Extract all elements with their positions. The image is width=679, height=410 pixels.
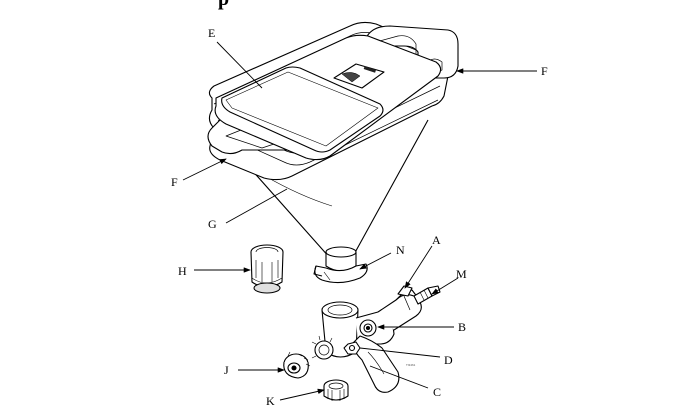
callout-f-left: F (171, 175, 178, 189)
nut-k (323, 379, 349, 401)
cap-j (283, 351, 311, 379)
figure-id: TI3461 (406, 363, 416, 367)
hopper-lid (214, 34, 442, 161)
callout-m: M (456, 267, 467, 281)
leader-lines (182, 41, 537, 401)
leader-f-left (182, 158, 227, 181)
callout-c: C (433, 385, 441, 399)
callout-j: J (224, 363, 229, 377)
callout-f-right: F (541, 64, 548, 78)
callout-d: D (444, 353, 453, 367)
callout-e: E (208, 26, 215, 40)
spray-gun-body (311, 285, 441, 393)
callout-a: A (432, 233, 441, 247)
leader-g (225, 188, 288, 224)
callout-h: H (178, 264, 187, 278)
callout-g: G (208, 217, 217, 231)
leader-d (359, 347, 441, 358)
callout-b: B (458, 320, 466, 334)
callout-n: N (396, 243, 405, 257)
leader-c (369, 365, 429, 389)
outlet-clamp (313, 263, 368, 284)
leader-e (216, 41, 263, 89)
callout-labels: E F F G H N A M B D C J K (171, 26, 548, 408)
leader-k (279, 388, 325, 401)
callout-k: K (266, 394, 275, 408)
leader-m (431, 277, 459, 295)
strainer-h (250, 244, 284, 294)
leader-a (404, 245, 433, 289)
heading-fragment: p (218, 0, 229, 10)
leader-n (359, 252, 392, 270)
